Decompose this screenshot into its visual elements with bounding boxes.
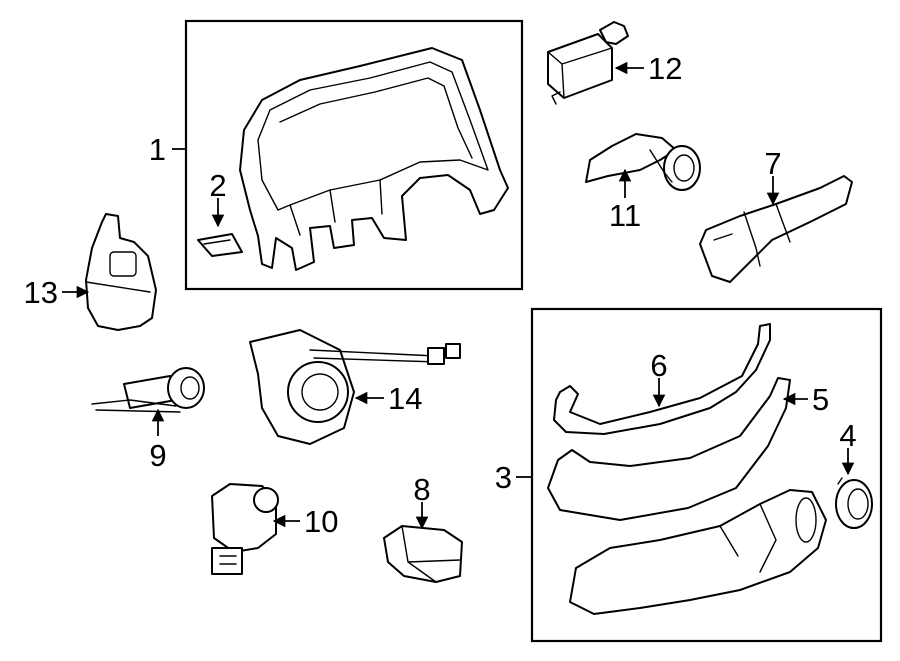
callout-2: 2	[209, 168, 226, 203]
trim-ring	[835, 477, 873, 529]
group-frame-1	[184, 19, 524, 291]
wiper-switch	[699, 175, 853, 283]
clockspring	[249, 329, 461, 445]
callout-9: 9	[149, 438, 166, 473]
callout-8: 8	[413, 472, 430, 507]
callout-4: 4	[839, 418, 856, 453]
callout-1: 1	[149, 132, 166, 167]
lock-cylinder	[91, 367, 205, 413]
leader-lines	[62, 61, 855, 530]
ignition-switch	[211, 483, 279, 575]
callout-10: 10	[304, 504, 338, 539]
callout-14: 14	[388, 381, 422, 416]
retaining-clip	[197, 233, 243, 257]
shroud-trim	[547, 377, 791, 521]
callout-13: 13	[24, 275, 58, 310]
ignition-lock-housing	[85, 213, 157, 331]
callout-11: 11	[609, 198, 641, 233]
group-frame-3	[530, 307, 883, 643]
callout-labels: 1 2 3 4 5 6 7 8 9 10 11 12 13 14	[24, 51, 857, 539]
column-shroud-lower	[569, 489, 827, 615]
shroud-trim-upper	[553, 323, 771, 435]
control-module	[547, 21, 629, 105]
switch-cover	[383, 525, 463, 583]
instrument-panel-bezel	[239, 47, 509, 271]
callout-12: 12	[648, 51, 682, 86]
ignition-sensor	[585, 133, 701, 191]
callout-3: 3	[495, 460, 512, 495]
callout-6: 6	[650, 348, 667, 383]
callout-7: 7	[764, 146, 781, 181]
callout-5: 5	[812, 382, 829, 417]
